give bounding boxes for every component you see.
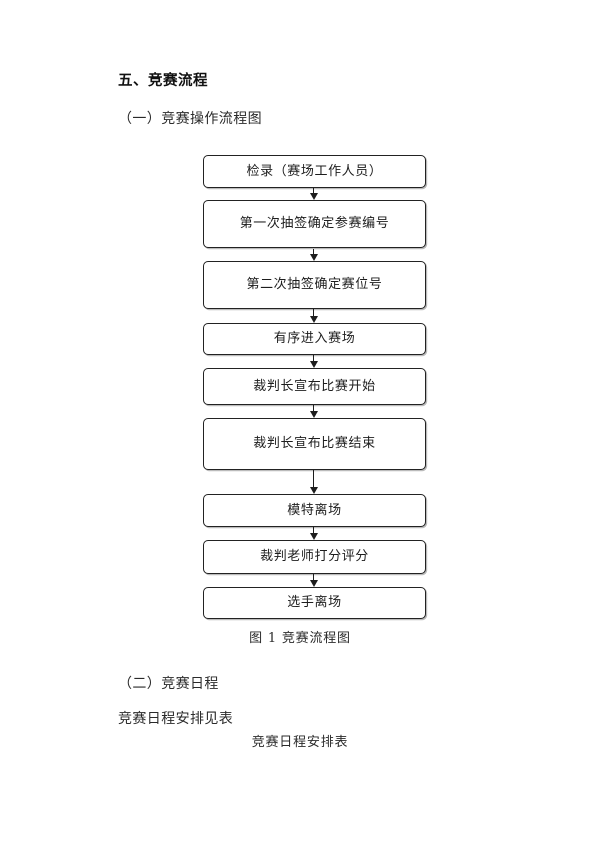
flowchart-node[interactable]: 选手离场 bbox=[203, 587, 426, 619]
arrow-head bbox=[309, 580, 318, 587]
arrow-shaft bbox=[313, 355, 315, 362]
schedule-body-text: 竞赛日程安排见表 bbox=[118, 711, 234, 727]
arrow-head bbox=[309, 254, 318, 261]
subsection-heading-schedule: （二）竞赛日程 bbox=[118, 676, 219, 692]
flowchart-node[interactable]: 第二次抽签确定赛位号 bbox=[203, 261, 426, 309]
arrow-shaft bbox=[313, 188, 315, 194]
flowchart-arrow-icon bbox=[309, 355, 318, 368]
flowchart-arrow-icon bbox=[309, 574, 318, 587]
arrow-head bbox=[309, 316, 318, 323]
arrow-shaft bbox=[313, 470, 315, 488]
flowchart-node[interactable]: 裁判老师打分评分 bbox=[203, 540, 426, 574]
arrow-head bbox=[309, 193, 318, 200]
arrow-shaft bbox=[313, 405, 315, 412]
flowchart-arrow-icon bbox=[309, 405, 318, 418]
flowchart-node-label: 模特离场 bbox=[287, 502, 342, 518]
arrow-shaft bbox=[313, 527, 315, 534]
schedule-table-title: 竞赛日程安排表 bbox=[251, 735, 349, 750]
arrow-head bbox=[309, 533, 318, 540]
arrow-shaft bbox=[313, 309, 315, 317]
flowchart-arrow-icon bbox=[309, 188, 318, 200]
flowchart-node[interactable]: 裁判长宣布比赛开始 bbox=[203, 368, 426, 405]
flowchart-node-label: 裁判老师打分评分 bbox=[260, 549, 369, 565]
arrow-head bbox=[309, 411, 318, 418]
flowchart-node-label: 有序进入赛场 bbox=[273, 331, 356, 347]
flowchart-node-label: 检录（赛场工作人员） bbox=[246, 163, 383, 179]
subsection-heading-flowchart: （一）竞赛操作流程图 bbox=[118, 111, 262, 127]
flowchart-node-label: 选手离场 bbox=[287, 595, 342, 611]
arrow-shaft bbox=[313, 574, 315, 581]
flowchart-node[interactable]: 第一次抽签确定参赛编号 bbox=[203, 200, 426, 248]
flowchart-node[interactable]: 模特离场 bbox=[203, 494, 426, 527]
flowchart-node-label: 第二次抽签确定赛位号 bbox=[246, 277, 383, 293]
flowchart-arrow-icon bbox=[309, 309, 318, 323]
flowchart-node[interactable]: 裁判长宣布比赛结束 bbox=[203, 418, 426, 470]
flowchart-node-label: 裁判长宣布比赛开始 bbox=[253, 378, 376, 394]
section-heading: 五、竞赛流程 bbox=[118, 72, 208, 89]
arrow-head bbox=[309, 361, 318, 368]
flowchart-node-label: 第一次抽签确定参赛编号 bbox=[239, 216, 390, 232]
arrow-head bbox=[309, 487, 318, 494]
flowchart-arrow-icon bbox=[309, 527, 318, 540]
flowchart-arrow-icon bbox=[309, 470, 318, 494]
arrow-shaft bbox=[313, 249, 315, 255]
flowchart-node[interactable]: 检录（赛场工作人员） bbox=[203, 155, 426, 188]
figure-caption: 图 1 竞赛流程图 bbox=[249, 631, 351, 646]
flowchart-arrow-icon bbox=[309, 249, 318, 261]
flowchart-node[interactable]: 有序进入赛场 bbox=[203, 323, 426, 355]
flowchart-node-label: 裁判长宣布比赛结束 bbox=[253, 436, 376, 452]
